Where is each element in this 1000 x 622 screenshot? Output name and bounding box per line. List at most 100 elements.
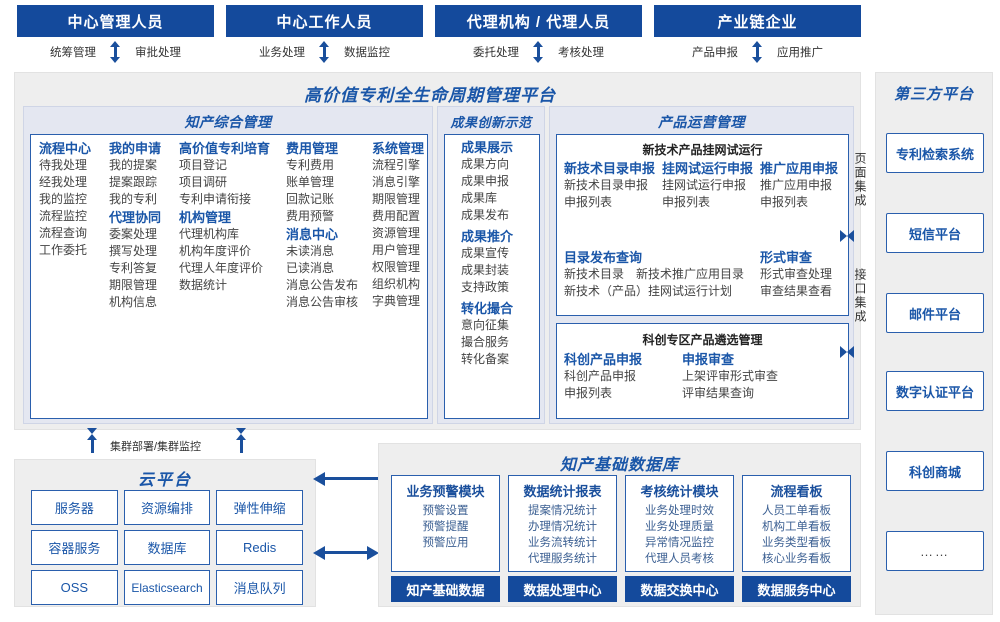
box1-item[interactable]: 审查结果查看 (760, 284, 833, 298)
ip-col-3-head-1[interactable]: 消息中心 (286, 227, 339, 242)
box2-col-0-head[interactable]: 科创产品申报 (564, 352, 643, 367)
role-title-2[interactable]: 代理机构 / 代理人员 (435, 5, 642, 37)
third-party-item-4[interactable]: 科创商城 (886, 451, 984, 491)
database-item[interactable]: 业务流转统计 (528, 537, 597, 549)
database-column-footer[interactable]: 数据服务中心 (742, 576, 851, 602)
ip-col-4-head[interactable]: 系统管理 (372, 141, 425, 156)
box1-item[interactable]: 申报列表 (564, 195, 613, 209)
database-item[interactable]: 机构工单看板 (762, 521, 831, 533)
third-party-item-0[interactable]: 专利检索系统 (886, 133, 984, 173)
database-item[interactable]: 预警设置 (422, 505, 469, 517)
achievement-item[interactable]: 成果方向 (461, 157, 510, 171)
ip-item[interactable]: 费用配置 (372, 209, 421, 223)
cloud-cell[interactable]: 消息队列 (216, 570, 304, 605)
ip-col-2-head-1[interactable]: 机构管理 (179, 210, 232, 225)
box1-item[interactable]: 形式审查处理 (760, 267, 833, 281)
database-item[interactable]: 预警应用 (422, 537, 469, 549)
ip-item[interactable]: 字典管理 (372, 294, 421, 308)
box1-formal-review-head[interactable]: 形式审查 (760, 250, 813, 265)
role-title-1[interactable]: 中心工作人员 (226, 5, 423, 37)
third-party-item-1[interactable]: 短信平台 (886, 213, 984, 253)
third-party-item-5[interactable]: …… (886, 531, 984, 571)
box2-item[interactable]: 评审结果查询 (682, 386, 755, 400)
ip-item[interactable]: 数据统计 (179, 278, 228, 292)
achievement-item[interactable]: 撮合服务 (461, 335, 510, 349)
ip-item[interactable]: 机构年度评价 (179, 244, 252, 258)
achievement-item[interactable]: 成果申报 (461, 174, 510, 188)
cloud-cell[interactable]: 数据库 (123, 530, 211, 565)
box1-item[interactable]: 新技术推广应用目录 (636, 267, 745, 281)
ip-col-3-head-0[interactable]: 费用管理 (286, 141, 339, 156)
cloud-cell[interactable]: Redis (216, 530, 304, 565)
achievement-item[interactable]: 成果宣传 (461, 246, 510, 260)
ip-item[interactable]: 专利申请衔接 (179, 192, 252, 206)
ip-item[interactable]: 工作委托 (39, 243, 88, 257)
ip-col-1-head-1[interactable]: 代理协同 (109, 210, 162, 225)
ip-item[interactable]: 我的专利 (109, 192, 158, 206)
ip-item[interactable]: 专利费用 (286, 158, 335, 172)
database-item[interactable]: 代理服务统计 (528, 553, 597, 565)
database-item[interactable]: 异常情况监控 (645, 537, 714, 549)
cloud-cell[interactable]: OSS (31, 570, 118, 605)
achievement-head-2[interactable]: 转化撮合 (461, 301, 514, 316)
ip-item[interactable]: 专利答复 (109, 261, 158, 275)
ip-item[interactable]: 流程监控 (39, 209, 88, 223)
ip-item[interactable]: 账单管理 (286, 175, 335, 189)
box1-catalog-query-head[interactable]: 目录发布查询 (564, 250, 643, 265)
cloud-cell[interactable]: Elasticsearch (123, 570, 211, 605)
ip-item[interactable]: 回款记账 (286, 192, 335, 206)
box2-item[interactable]: 科创产品申报 (564, 369, 637, 383)
database-item[interactable]: 代理人员考核 (645, 553, 714, 565)
database-column-head[interactable]: 业务预警模块 (406, 484, 485, 499)
box1-item[interactable]: 申报列表 (662, 195, 711, 209)
cloud-cell[interactable]: 弹性伸缩 (216, 490, 304, 525)
database-item[interactable]: 办理情况统计 (528, 521, 597, 533)
ip-item[interactable]: 已读消息 (286, 261, 335, 275)
cloud-cell[interactable]: 服务器 (31, 490, 118, 525)
database-column-footer[interactable]: 数据处理中心 (508, 576, 617, 602)
ip-item[interactable]: 组织机构 (372, 277, 421, 291)
box2-item[interactable]: 申报列表 (564, 386, 613, 400)
database-item[interactable]: 提案情况统计 (528, 505, 597, 517)
role-title-3[interactable]: 产业链企业 (654, 5, 861, 37)
ip-item[interactable]: 用户管理 (372, 243, 421, 257)
ip-item[interactable]: 我的监控 (39, 192, 88, 206)
ip-item[interactable]: 未读消息 (286, 244, 335, 258)
ip-item[interactable]: 消息公告发布 (286, 278, 359, 292)
box1-col-2-head[interactable]: 推广应用申报 (760, 161, 839, 176)
ip-col-2-head-0[interactable]: 高价值专利培育 (179, 141, 271, 156)
achievement-item[interactable]: 转化备案 (461, 352, 510, 366)
ip-item[interactable]: 期限管理 (109, 278, 158, 292)
ip-item[interactable]: 资源管理 (372, 226, 421, 240)
cloud-cell[interactable]: 资源编排 (123, 490, 211, 525)
ip-item[interactable]: 撰写处理 (109, 244, 158, 258)
database-column-head[interactable]: 考核统计模块 (640, 484, 719, 499)
box1-item[interactable]: 申报列表 (760, 195, 809, 209)
ip-item[interactable]: 费用预警 (286, 209, 335, 223)
ip-item[interactable]: 机构信息 (109, 295, 158, 309)
ip-item[interactable]: 流程查询 (39, 226, 88, 240)
database-item[interactable]: 预警提醒 (422, 521, 469, 533)
ip-item[interactable]: 待我处理 (39, 158, 88, 172)
ip-item[interactable]: 我的提案 (109, 158, 158, 172)
box2-col-1-head[interactable]: 申报审查 (682, 352, 735, 367)
ip-col-1-head-0[interactable]: 我的申请 (109, 141, 162, 156)
ip-item[interactable]: 代理机构库 (179, 227, 240, 241)
ip-item[interactable]: 期限管理 (372, 192, 421, 206)
database-item[interactable]: 业务处理时效 (645, 505, 714, 517)
ip-item[interactable]: 消息公告审核 (286, 295, 359, 309)
box1-item[interactable]: 挂网试运行申报 (662, 178, 747, 192)
achievement-item[interactable]: 意向征集 (461, 318, 510, 332)
ip-item[interactable]: 项目调研 (179, 175, 228, 189)
ip-item[interactable]: 权限管理 (372, 260, 421, 274)
box1-item[interactable]: 推广应用申报 (760, 178, 833, 192)
third-party-item-2[interactable]: 邮件平台 (886, 293, 984, 333)
ip-item[interactable]: 委案处理 (109, 227, 158, 241)
box1-item[interactable]: 新技术目录申报 (564, 178, 649, 192)
ip-col-0-head[interactable]: 流程中心 (39, 141, 92, 156)
ip-item[interactable]: 项目登记 (179, 158, 228, 172)
achievement-item[interactable]: 成果库 (461, 191, 498, 205)
ip-item[interactable]: 经我处理 (39, 175, 88, 189)
achievement-head-0[interactable]: 成果展示 (461, 140, 514, 155)
role-title-0[interactable]: 中心管理人员 (17, 5, 214, 37)
